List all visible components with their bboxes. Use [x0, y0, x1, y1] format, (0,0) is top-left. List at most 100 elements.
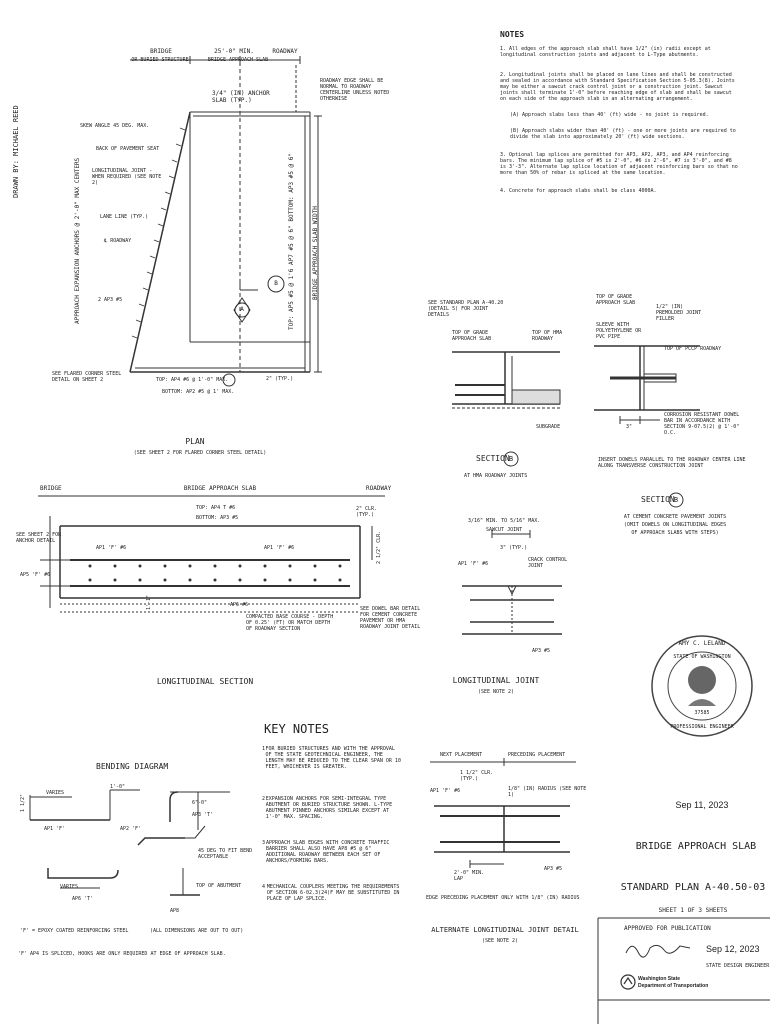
- lj-saw: 3/16" MIN. TO 5/16" MAX.: [468, 518, 541, 524]
- seal-name: AMY C. LELAND: [678, 640, 726, 647]
- sbr-insert: INSERT DOWELS PARALLEL TO THE ROADWAY CE…: [598, 457, 746, 469]
- alt-edge: EDGE PRECEDING PLACEMENT ONLY WITH 1/8" …: [426, 895, 580, 901]
- bending-dims-note: (ALL DIMENSIONS ARE OUT TO OUT): [150, 928, 244, 934]
- notes-title: NOTES: [500, 30, 525, 39]
- key-notes-list: 1 FOR BURIED STRUCTURES AND WITH THE APP…: [262, 746, 402, 902]
- long-top-bar: TOP: AP4 T #6: [196, 505, 236, 511]
- bending-dim-2: 6"-0": [192, 800, 208, 806]
- signature-icon: [625, 944, 691, 958]
- key-note-3-text: APPROACH SLAB EDGES WITH CONCRETE TRAFFI…: [265, 840, 390, 864]
- callout-long-joint: LONGITUDINAL JOINT - WHEN REQUIRED (SEE …: [92, 168, 162, 186]
- plan-right-typ: 2" (TYP.): [266, 376, 294, 382]
- bending-epoxy: 'F' = EPOXY COATED REINFORCING STEEL: [20, 928, 129, 934]
- alt-clr: 1 1/2" CLR. (TYP.): [460, 770, 494, 782]
- key-note-1-num: 1: [262, 746, 266, 752]
- key-note-3: 3 APPROACH SLAB EDGES WITH CONCRETE TRAF…: [262, 840, 402, 864]
- note-2b: (B) Approach slabs wider than 40' (ft) -…: [510, 128, 736, 140]
- plan-slab-anchor: 3/4" (IN) ANCHOR SLAB (TYP.): [212, 90, 270, 104]
- lj-bottom-bar: AP3 #5: [532, 648, 551, 654]
- note-2a: (A) Approach slabs less than 40' (ft) wi…: [510, 112, 709, 118]
- plan-marker-a: A: [240, 306, 244, 313]
- alt-bar: AP1 'F' #6: [430, 788, 461, 794]
- alt-subtitle: (SEE NOTE 2): [481, 938, 519, 944]
- note-2: 2. Longitudinal joints shall be placed o…: [500, 72, 735, 102]
- long-bottom-bar: BOTTOM: AP3 #5: [196, 515, 239, 521]
- key-note-4-text: MECHANICAL COUPLERS MEETING THE REQUIREM…: [266, 884, 400, 902]
- sbr-title: SECTION: [641, 495, 675, 504]
- long-depth: 1'-1": [146, 594, 152, 610]
- note-1: 1. All edges of the approach slab shall …: [500, 46, 711, 58]
- lj-title: LONGITUDINAL JOINT: [452, 676, 540, 685]
- bending-title: BENDING DIAGRAM: [96, 762, 169, 771]
- lj-typ: 3" (TYP.): [500, 545, 528, 551]
- approved-date: Sep 12, 2023: [706, 944, 760, 954]
- sbr-top-grade: TOP OF GRADE APPROACH SLAB: [596, 294, 636, 306]
- callout-lane-line: LANE LINE (TYP.): [100, 214, 149, 220]
- plan-subtitle: (SEE SHEET 2 FOR FLARED CORNER STEEL DET…: [133, 450, 267, 456]
- key-note-2-num: 2: [262, 796, 266, 802]
- long-clr: 2" CLR. (TYP.): [356, 506, 378, 518]
- alt-next: NEXT PLACEMENT: [440, 752, 483, 758]
- long-bar-1: AP1 'F' #6: [96, 545, 127, 551]
- long-left-note: SEE SHEET 2 FOR ANCHOR DETAIL: [16, 532, 62, 544]
- bending-ap3: AP3 'T': [192, 812, 214, 818]
- key-notes-title: KEY NOTES: [264, 722, 330, 736]
- drawn-by: DRAWN BY: MICHAEL REED: [12, 105, 20, 198]
- sbl-top-grade: TOP OF GRADE APPROACH SLAB: [452, 330, 492, 342]
- key-note-2-text: EXPANSION ANCHORS FOR SEMI-INTEGRAL TYPE…: [265, 796, 393, 820]
- bending-abut: TOP OF ABUTMENT: [196, 883, 242, 889]
- sbr-sub2: (OMIT DOWELS ON LONGITUDINAL EDGES: [623, 522, 727, 528]
- plan-bottom-note: BOTTOM: AP2 #5 @ 1' MAX.: [162, 389, 235, 395]
- bending-note: 45 DEG TO FIT BEND ACCEPTABLE: [198, 848, 253, 860]
- alt-preceding: PRECEDING PLACEMENT: [508, 752, 566, 758]
- seal-caption: PROFESSIONAL ENGINEER: [670, 724, 734, 730]
- long-bar-3: AP5 'F' #6: [20, 572, 51, 578]
- lj-bar: AP1 'F' #6: [458, 561, 489, 567]
- long-clr-side: 2 1/2" CLR.: [376, 530, 382, 564]
- sbl-note: SEE STANDARD PLAN A-40.20 (DETAIL 5) FOR…: [428, 300, 504, 318]
- key-note-4: 4 MECHANICAL COUPLERS MEETING THE REQUIR…: [262, 884, 402, 902]
- plan-dim-vertical: TOP: AP5 #5 @ 1'6 AP7 #5 @ 6" BOTTOM: AP…: [288, 152, 295, 330]
- sbl-subgrade: SUBGRADE: [536, 424, 561, 430]
- org-line2: Department of Transportation: [638, 983, 709, 989]
- plan-label-bridge: BRIDGE: [150, 48, 172, 55]
- long-label-bridge: BRIDGE: [40, 485, 62, 492]
- bending-ap6: AP6 'T': [72, 896, 94, 902]
- seal-date: Sep 11, 2023: [675, 800, 729, 810]
- bending-hooks: 'F' AP4 IS SPLICED, HOOKS ARE ONLY REQUI…: [18, 951, 226, 957]
- sbr-pccp: TOP OF PCCP ROADWAY: [664, 346, 722, 352]
- callout-skew: SKEW ANGLE 45 DEG. MAX.: [80, 123, 150, 129]
- notes-block: 1. All edges of the approach slab shall …: [500, 46, 740, 197]
- callout-flared: SEE FLARED CORNER STEEL DETAIL ON SHEET …: [52, 371, 122, 383]
- alt-lap: 2'-0" MIN. LAP: [454, 870, 485, 882]
- sheet-plan-no: STANDARD PLAN A-40.50-03: [620, 882, 766, 893]
- long-label-slab: BRIDGE APPROACH SLAB: [183, 485, 257, 492]
- sbr-sub3: OF APPROACH SLABS WITH STEPS): [631, 530, 719, 536]
- lj-saw2: SAWCUT JOINT: [486, 527, 523, 533]
- approved-for: APPROVED FOR PUBLICATION: [624, 925, 711, 932]
- long-base-course: COMPACTED BASE COURSE - DEPTH OF 0.25' (…: [246, 614, 334, 632]
- lj-crack: CRACK CONTROL JOINT: [528, 557, 568, 569]
- bending-varies-2: VARIES: [60, 884, 79, 890]
- long-bar-2: AP1 'F' #6: [264, 545, 295, 551]
- plan-bars-note: 2 AP3 #5: [98, 297, 123, 303]
- bending-dim-3: 1 1/2": [20, 793, 26, 812]
- plan-marker-b: B: [274, 280, 278, 287]
- seal-ring-icon: [651, 635, 753, 737]
- callout-cl-roadway: ℄ ROADWAY: [104, 238, 132, 244]
- plan-right-callout: ROADWAY EDGE SHALL BE NORMAL TO ROADWAY …: [320, 78, 390, 102]
- lj-subtitle: (SEE NOTE 2): [477, 689, 515, 695]
- alt-radius: 1/8" (IN) RADIUS (SEE NOTE 1): [508, 786, 587, 798]
- bending-ap8: AP8: [170, 908, 180, 914]
- wsdot-logo-icon: [620, 974, 636, 990]
- plan-width-vertical: BRIDGE APPROACH SLAB WIDTH: [312, 206, 319, 300]
- org-line1: Washington State: [638, 976, 681, 982]
- plan-label-slab: BRIDGE APPROACH SLAB: [207, 57, 269, 63]
- plan-left-vertical: APPROACH EXPANSION ANCHORS @ 2'-0" MAX C…: [74, 157, 81, 324]
- callout-back-of-seat: BACK OF PAVEMENT SEAT: [96, 146, 160, 152]
- key-note-2: 2 EXPANSION ANCHORS FOR SEMI-INTEGRAL TY…: [262, 796, 402, 820]
- pe-seal: AMY C. LELAND STATE OF WASHINGTON 37585 …: [650, 634, 754, 738]
- key-note-1: 1 FOR BURIED STRUCTURES AND WITH THE APP…: [262, 746, 402, 770]
- long-title: LONGITUDINAL SECTION: [156, 677, 254, 686]
- bending-dim-1: 1'-0": [110, 784, 126, 790]
